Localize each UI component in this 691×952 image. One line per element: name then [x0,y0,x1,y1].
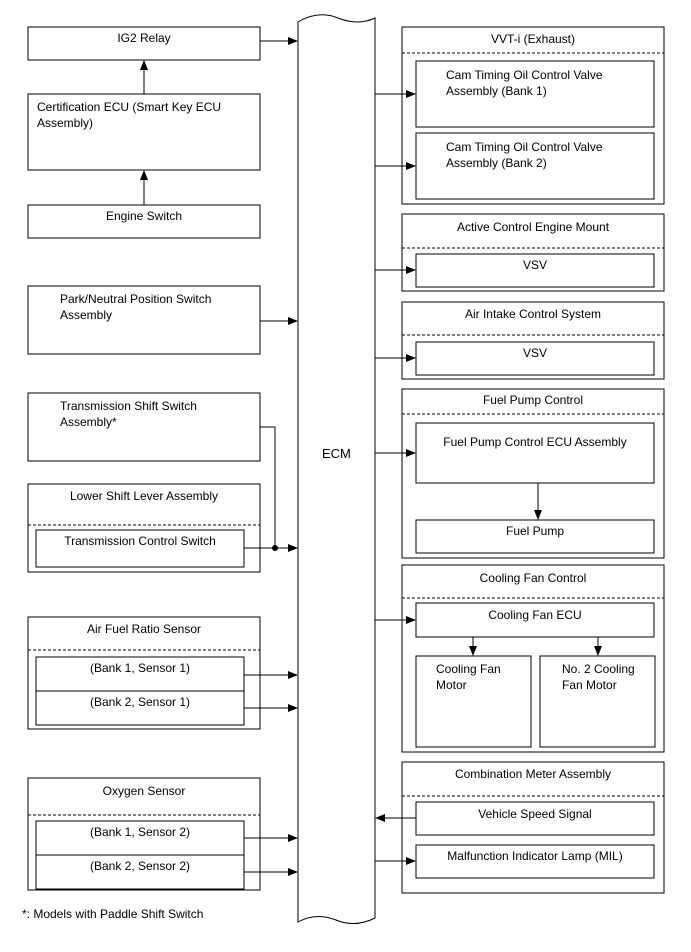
cooling-fan-motor2-box [539,655,656,748]
transmission-control-switch-label: Transmission Control Switch [64,534,216,548]
o2-bank1-label: (Bank 1, Sensor 2) [89,825,191,839]
engine-switch-label: Engine Switch [105,209,183,223]
footnote: *: Models with Paddle Shift Switch [22,907,204,921]
valve-bank2-box [415,132,655,200]
air-fuel-ratio-sensor-box [27,616,261,730]
o2-bank2-label: (Bank 2, Sensor 2) [89,859,191,873]
fuel-pump-control-title: Fuel Pump Control [482,393,584,407]
cooling-fan-control-title: Cooling Fan Control [479,571,587,585]
valve-bank2-label: Cam Timing Oil Control Valve Assembly (B… [446,140,603,170]
fuel-pump-box [415,519,655,554]
speed-signal-label: Vehicle Speed Signal [478,807,592,821]
ecm-bus [297,14,376,924]
junction-dot [272,545,278,551]
transmission-shift-switch-label: Transmission Shift Switch Assembly* [60,399,197,429]
oxygen-sensor-box [27,777,261,891]
air-intake-vsv-label: VSV [522,346,547,360]
air-fuel-ratio-sensor-title: Air Fuel Ratio Sensor [86,622,202,636]
air-intake-vsv-box [415,341,655,376]
afr-bank1-label: (Bank 1, Sensor 1) [89,661,191,675]
park-neutral-switch-label: Park/Neutral Position Switch Assembly [60,292,212,322]
ig2-relay-label: IG2 Relay [117,31,171,45]
lower-shift-lever-title: Lower Shift Lever Assembly [69,489,219,503]
vvti-title: VVT-i (Exhaust) [490,32,576,46]
cooling-fan-ecu-label: Cooling Fan ECU [488,608,582,622]
ecm-label: ECM [322,446,351,461]
mil-label: Malfunction Indicator Lamp (MIL) [447,849,623,863]
oxygen-sensor-title: Oxygen Sensor [102,784,186,798]
mil-box [415,844,655,879]
park-neutral-switch-box [27,285,261,355]
vvti-box [401,26,665,205]
lower-shift-lever-box [27,483,261,573]
cooling-fan-motor1-box [415,655,532,748]
air-intake-box [401,301,665,380]
fuel-pump-control-box [401,388,665,559]
engine-mount-title: Active Control Engine Mount [456,220,610,234]
cooling-fan-ecu-box [415,602,655,638]
engine-mount-box [401,213,665,292]
engine-mount-vsv-label: VSV [522,258,547,272]
engine-mount-vsv-box [415,253,655,288]
combination-meter-title: Combination Meter Assembly [454,767,612,781]
fuel-pump-label: Fuel Pump [505,524,565,538]
valve-bank1-box [415,60,655,128]
cooling-fan-motor2-label: No. 2 Cooling Fan Motor [562,662,635,692]
combination-meter-box [401,761,665,894]
afr-bank2-label: (Bank 2, Sensor 1) [89,695,191,709]
cooling-fan-motor1-label: Cooling Fan Motor [436,662,501,692]
air-intake-title: Air Intake Control System [464,307,602,321]
cooling-fan-control-box [401,564,665,753]
certification-ecu-label: Certification ECU (Smart Key ECU Assembl… [37,100,222,130]
fuel-pump-ecu-label: Fuel Pump Control ECU Assembly [443,435,627,449]
fuel-pump-ecu-box [415,422,655,484]
valve-bank1-label: Cam Timing Oil Control Valve Assembly (B… [446,68,603,98]
